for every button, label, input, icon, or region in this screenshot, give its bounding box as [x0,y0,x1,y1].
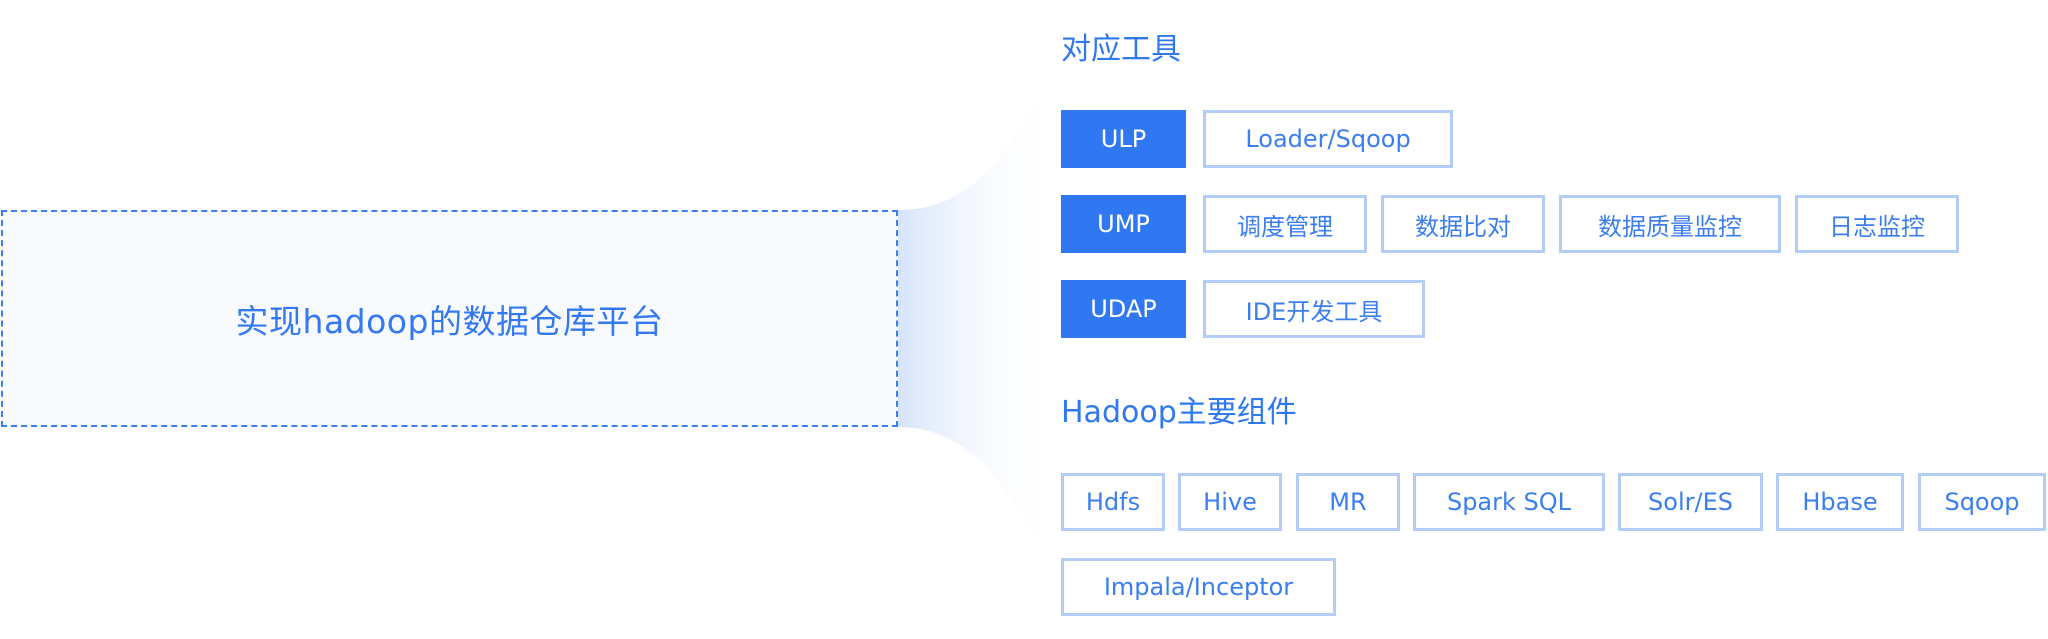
component-solr-es: Solr/ES [1618,473,1763,531]
tools-section-title: 对应工具 [1061,32,1181,67]
tool-data-comparison: 数据比对 [1381,195,1545,253]
tool-category-udap: UDAP [1061,280,1186,338]
tool-schedule-management: 调度管理 [1203,195,1367,253]
platform-title: 实现hadoop的数据仓库平台 [235,301,664,341]
component-impala-inceptor: Impala/Inceptor [1061,558,1336,616]
component-mr: MR [1296,473,1400,531]
component-sqoop: Sqoop [1918,473,2046,531]
tool-category-ulp: ULP [1061,110,1186,168]
tool-loader-sqoop: Loader/Sqoop [1203,110,1453,168]
component-hbase: Hbase [1776,473,1904,531]
tool-data-quality-monitor: 数据质量监控 [1559,195,1781,253]
component-hive: Hive [1178,473,1282,531]
connector-fan-shape [898,55,1055,590]
platform-box: 实现hadoop的数据仓库平台 [1,210,898,427]
component-hdfs: Hdfs [1061,473,1165,531]
tool-log-monitor: 日志监控 [1795,195,1959,253]
tool-ide: IDE开发工具 [1203,280,1425,338]
tool-category-ump: UMP [1061,195,1186,253]
component-spark-sql: Spark SQL [1413,473,1605,531]
hadoop-section-title: Hadoop主要组件 [1061,395,1297,430]
